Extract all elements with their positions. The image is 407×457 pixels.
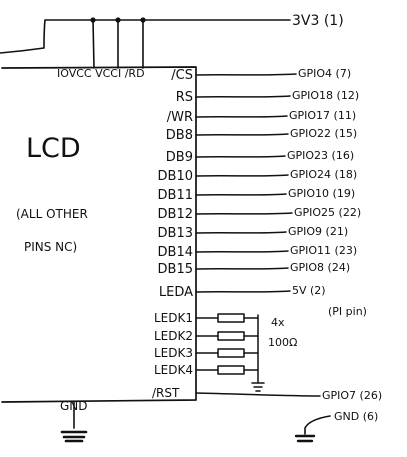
led-row: LEDK3 bbox=[154, 346, 259, 360]
pin-signal-label: GPIO18 (12) bbox=[292, 89, 359, 102]
pin-signal-label: GPIO11 (23) bbox=[290, 244, 357, 257]
pin-wire bbox=[195, 115, 288, 118]
led-pin-label: LEDK1 bbox=[154, 311, 193, 325]
pin-row: /WR GPIO17 (11) bbox=[167, 109, 356, 125]
pi-ground: GND (6) bbox=[294, 410, 378, 443]
pin-row: RS GPIO18 (12) bbox=[176, 89, 359, 105]
pin-signal-label: GPIO17 (11) bbox=[289, 109, 356, 122]
pin-signal-label: GPIO24 (18) bbox=[290, 168, 357, 181]
pin-row: LEDA 5V (2) bbox=[159, 284, 326, 300]
pin-signal-label: GPIO10 (19) bbox=[288, 187, 355, 200]
pin-wire bbox=[195, 267, 289, 270]
pin-label: RS bbox=[176, 90, 193, 105]
pin-wire bbox=[195, 193, 287, 196]
pin-label: DB10 bbox=[158, 169, 193, 184]
led-row: LEDK2 bbox=[154, 329, 259, 343]
pin-label: DB12 bbox=[158, 207, 193, 222]
reset-row: /RST GPIO7 (26) bbox=[152, 386, 382, 402]
pin-signal-label: 5V (2) bbox=[292, 284, 326, 297]
pin-wire bbox=[195, 155, 286, 158]
pin-label: DB11 bbox=[158, 188, 193, 203]
resistor bbox=[217, 365, 245, 375]
led-pin-label: LEDK3 bbox=[154, 346, 193, 360]
note-line-2: PINS NC) bbox=[24, 240, 77, 254]
pin-label: DB13 bbox=[158, 226, 193, 241]
pi-pin-label: (PI pin) bbox=[328, 305, 367, 318]
supply-bus: 3V3 (1) bbox=[0, 13, 344, 69]
pin-signal-label: GPIO8 (24) bbox=[290, 261, 350, 274]
pin-row: DB12 GPIO25 (22) bbox=[158, 206, 362, 222]
pin-wire bbox=[195, 174, 289, 177]
lcd-title: LCD bbox=[26, 133, 81, 164]
note-line-1: (ALL OTHER bbox=[16, 207, 88, 221]
pin-row: /CS GPIO4 (7) bbox=[171, 67, 351, 83]
pin-row: DB11 GPIO10 (19) bbox=[158, 187, 356, 203]
pin-label: LEDA bbox=[159, 285, 193, 300]
pin-signal-label: GPIO4 (7) bbox=[298, 67, 351, 80]
pin-wire bbox=[195, 212, 293, 215]
resistor bbox=[217, 313, 245, 323]
supply-label: 3V3 (1) bbox=[292, 13, 344, 29]
pin-row: DB9 GPIO23 (16) bbox=[166, 149, 354, 165]
resistor-bank bbox=[217, 313, 259, 383]
led-row: LEDK1 bbox=[154, 311, 259, 325]
led-pin-label: LEDK2 bbox=[154, 329, 193, 343]
pin-wire bbox=[195, 73, 297, 76]
resistor-value-label: 100Ω bbox=[268, 336, 297, 349]
pin-signal-label: GPIO22 (15) bbox=[290, 127, 357, 140]
resistor bbox=[217, 348, 245, 358]
reset-pin-label: /RST bbox=[152, 386, 180, 400]
pin-row: DB10 GPIO24 (18) bbox=[158, 168, 358, 184]
pin-signal-label: GPIO25 (22) bbox=[294, 206, 361, 219]
pin-wire bbox=[195, 231, 287, 234]
ground-symbol-resistors bbox=[251, 382, 265, 392]
pin-label: DB14 bbox=[158, 245, 193, 260]
led-row: LEDK4 bbox=[154, 363, 259, 377]
pin-label: /CS bbox=[171, 68, 193, 83]
chip-ground: GND bbox=[60, 399, 88, 443]
pin-row: DB13 GPIO9 (21) bbox=[158, 225, 349, 241]
resistor bbox=[217, 331, 245, 341]
led-pin-label: LEDK4 bbox=[154, 363, 193, 377]
pin-label: DB8 bbox=[166, 128, 193, 143]
pin-signal-label: GPIO23 (16) bbox=[287, 149, 354, 162]
pin-wire bbox=[195, 133, 289, 136]
pi-gnd-label: GND (6) bbox=[334, 410, 378, 423]
pin-label: DB9 bbox=[166, 150, 193, 165]
pin-row: DB14 GPIO11 (23) bbox=[158, 244, 358, 260]
resistor-count-label: 4x bbox=[271, 316, 285, 329]
pin-label: /WR bbox=[167, 110, 193, 125]
pin-rows: /CS GPIO4 (7) RS GPIO18 (12) /WR GPIO17 (11) D… bbox=[158, 67, 362, 300]
pin-signal-label: GPIO9 (21) bbox=[288, 225, 348, 238]
pin-row: DB8 GPIO22 (15) bbox=[166, 127, 357, 143]
pin-wire bbox=[195, 290, 291, 293]
top-pins-label: IOVCC VCCI /RD bbox=[57, 67, 145, 80]
pin-row: DB15 GPIO8 (24) bbox=[158, 261, 351, 277]
pin-wire bbox=[195, 250, 289, 253]
pin-label: DB15 bbox=[158, 262, 193, 277]
pin-wire bbox=[195, 95, 291, 98]
reset-signal-label: GPIO7 (26) bbox=[322, 389, 382, 402]
